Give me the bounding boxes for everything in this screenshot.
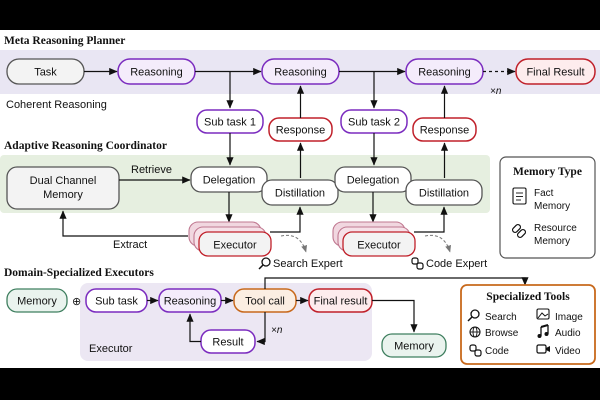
arrow-executor1-to-search-expert (280, 234, 308, 253)
executor-subtask-label: Sub task (95, 296, 138, 308)
arrow-toolcall-to-result (256, 312, 266, 346)
delegation-node-2: Delegation (334, 166, 412, 193)
fact-memory-label-1: Fact (534, 188, 554, 199)
tool-image-label: Image (555, 312, 583, 323)
tool-video-label: Video (555, 346, 581, 357)
executor-label-1: Executor (213, 240, 257, 252)
planner-final-result-node: Final Result (515, 58, 596, 85)
result-label: Result (212, 337, 243, 349)
response-2-node: Response (412, 117, 477, 142)
planner-reasoning-node-3: Reasoning (405, 58, 484, 85)
section-title-executors: Domain-Specialized Executors (4, 267, 154, 279)
arrow-executor2-to-distillation (414, 206, 448, 233)
code-expert-label: Code Expert (426, 258, 487, 270)
dual-channel-memory-label-2: Memory (43, 189, 83, 201)
subtask-2-label: Sub task 2 (348, 117, 400, 129)
tool-call-label: Tool call (245, 296, 285, 308)
fact-memory-label-2: Memory (534, 201, 570, 212)
executor-stack-1: Executor (188, 221, 272, 257)
arrow-executor1-to-distillation (270, 206, 304, 233)
memory-type-title: Memory Type (513, 166, 582, 178)
planner-final-result-label: Final Result (526, 67, 584, 79)
dual-channel-memory-node: Dual Channel Memory (6, 166, 120, 210)
memory-type-panel: Memory Type Fact Memory Resource Memory (499, 156, 596, 259)
top-letterbox-bar (0, 0, 600, 30)
executor-memory-output-label: Memory (394, 341, 434, 353)
subtask-1-label: Sub task 1 (204, 117, 256, 129)
planner-reasoning-label-2: Reasoning (274, 67, 327, 79)
executor-times-n-label: ×n (271, 325, 283, 336)
executor-final-result-node: Final result (308, 288, 373, 313)
planner-task-node: Task (6, 58, 85, 85)
tool-browse-label: Browse (485, 328, 519, 339)
link-icon (511, 223, 527, 239)
search-expert-label: Search Expert (273, 258, 343, 270)
tool-search-label: Search (485, 312, 517, 323)
executor-subtask-node: Sub task (85, 288, 148, 313)
coherent-reasoning-label: Coherent Reasoning (6, 99, 107, 111)
planner-reasoning-node-2: Reasoning (261, 58, 340, 85)
search-icon (467, 309, 480, 322)
distillation-label-2: Distillation (419, 188, 469, 200)
arrow-executor2-to-code-expert (424, 234, 452, 253)
video-camera-icon (536, 344, 550, 354)
subtask-1-node: Sub task 1 (196, 109, 264, 134)
arrow-final-to-memory (372, 299, 418, 333)
executor-reasoning-node: Reasoning (158, 288, 222, 313)
delegation-label-1: Delegation (203, 175, 256, 187)
specialized-tools-panel: Specialized Tools Search Image Browse (460, 284, 596, 365)
planner-task-label: Task (34, 67, 57, 79)
search-icon (258, 257, 271, 270)
planner-reasoning-label-3: Reasoning (418, 67, 471, 79)
executor-caption: Executor (89, 343, 133, 355)
distillation-label-1: Distillation (275, 188, 325, 200)
planner-reasoning-node-1: Reasoning (117, 58, 196, 85)
section-title-planner: Meta Reasoning Planner (4, 35, 125, 47)
resource-memory-label-1: Resource (534, 223, 577, 234)
response-1-label: Response (276, 125, 326, 137)
arrow-toolcall-to-tools (264, 277, 529, 289)
tool-audio-label: Audio (555, 328, 581, 339)
bottom-letterbox-bar (0, 368, 600, 400)
delegation-node-1: Delegation (190, 166, 268, 193)
arrow-result-to-reasoning (186, 313, 201, 343)
python-code-icon (469, 344, 482, 357)
delegation-label-2: Delegation (347, 175, 400, 187)
tool-code-label: Code (485, 346, 509, 357)
dual-channel-memory-label-1: Dual Channel (30, 175, 97, 187)
planner-reasoning-label-1: Reasoning (130, 67, 183, 79)
distillation-node-1: Distillation (261, 179, 339, 206)
python-code-icon (411, 257, 424, 270)
music-note-icon (537, 324, 549, 338)
distillation-node-2: Distillation (405, 179, 483, 206)
tool-call-node: Tool call (233, 288, 297, 313)
extract-label: Extract (113, 239, 147, 251)
executor-stack-2: Executor (332, 221, 416, 257)
oplus-symbol: ⊕ (72, 296, 81, 308)
arrow-extract (59, 210, 188, 237)
response-2-label: Response (420, 125, 470, 137)
executor-reasoning-label: Reasoning (164, 296, 217, 308)
specialized-tools-title: Specialized Tools (486, 291, 570, 303)
executor-final-result-label: Final result (314, 296, 368, 308)
image-icon (536, 308, 550, 320)
planner-times-n-label: ×n (490, 86, 502, 97)
executor-memory-node: Memory (6, 288, 68, 313)
result-node: Result (200, 329, 256, 354)
subtask-2-node: Sub task 2 (340, 109, 408, 134)
resource-memory-label-2: Memory (534, 236, 570, 247)
executor-memory-output-node: Memory (381, 333, 447, 358)
section-title-coordinator: Adaptive Reasoning Coordinator (4, 140, 167, 152)
response-1-node: Response (268, 117, 333, 142)
executor-label-2: Executor (357, 240, 401, 252)
executor-memory-label: Memory (17, 296, 57, 308)
retrieve-label: Retrieve (131, 164, 172, 176)
globe-icon (469, 326, 481, 338)
document-icon (512, 187, 527, 205)
